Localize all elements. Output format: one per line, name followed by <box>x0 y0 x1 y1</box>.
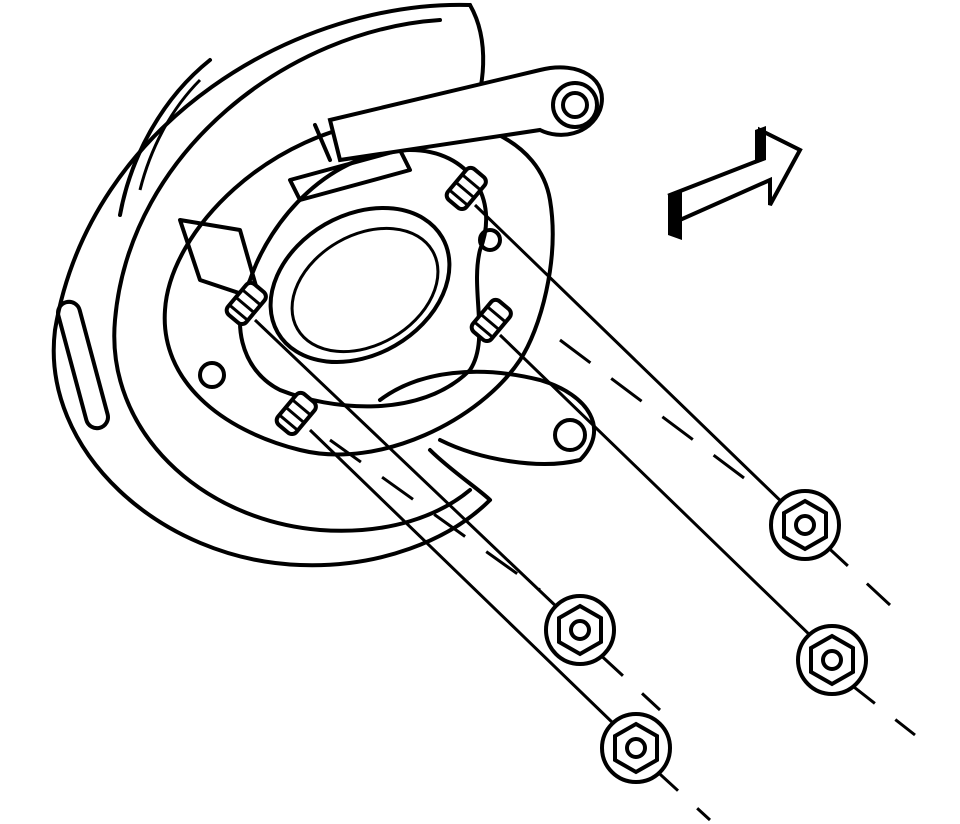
studs-and-fastener-paths <box>253 203 916 822</box>
direction-arrow-icon <box>667 126 803 240</box>
flange-nut <box>769 489 841 561</box>
flange-nut <box>796 624 868 696</box>
flange-nuts <box>544 489 868 784</box>
backing-plate <box>162 116 597 502</box>
stud <box>224 165 513 437</box>
splash-shield <box>51 2 492 568</box>
bracket-arm <box>313 65 604 163</box>
flange-nut <box>600 712 672 784</box>
flange-nut <box>544 594 616 666</box>
